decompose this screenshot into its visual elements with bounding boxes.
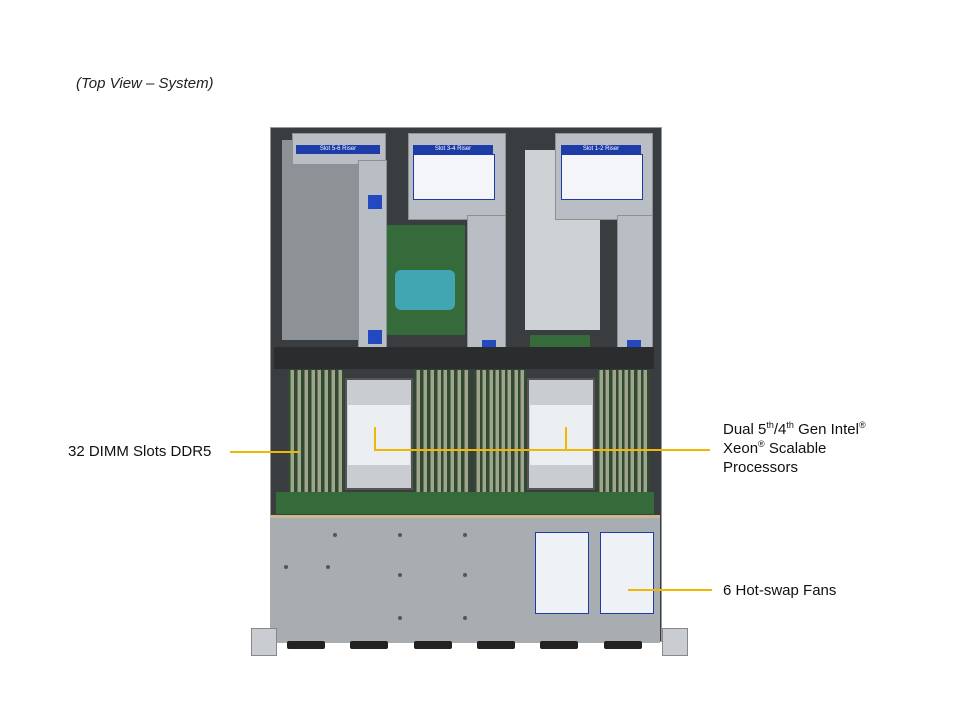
text: ® <box>858 420 866 430</box>
text: ® <box>758 439 765 449</box>
cpu-warning-label <box>530 405 592 465</box>
dimm-bank <box>414 370 470 500</box>
cpu-warning-label <box>348 405 410 465</box>
riser-arm <box>617 215 653 362</box>
text: Gen Intel <box>793 421 859 438</box>
install-diagram <box>413 154 495 200</box>
text: th <box>766 420 774 430</box>
screw <box>284 565 288 569</box>
chassis-bay <box>282 140 362 340</box>
fans-callout-label: 6 Hot-swap Fans <box>723 582 837 599</box>
cpu-callout-label: Dual 5th/4th Gen Intel® Xeon® Scalable P… <box>723 420 866 477</box>
screw <box>398 616 402 620</box>
text: th <box>786 420 794 430</box>
rack-handle-right <box>662 628 688 656</box>
fan <box>350 641 388 649</box>
screw <box>326 565 330 569</box>
motherboard-front-edge <box>276 492 654 514</box>
text: Processors <box>723 459 799 476</box>
callout-line-fans <box>628 589 712 591</box>
text: /4 <box>773 421 787 438</box>
riser-label: Slot 1-2 Riser <box>561 145 641 154</box>
riser-label: Slot 5-6 Riser <box>296 145 380 154</box>
service-sticker <box>535 532 589 614</box>
text: Scalable <box>764 440 827 457</box>
service-sticker <box>600 532 654 614</box>
dimm-bank <box>597 370 649 500</box>
rack-handle-left <box>251 628 277 656</box>
air-shroud-edge <box>274 347 654 369</box>
screw <box>398 533 402 537</box>
riser-label: Slot 3-4 Riser <box>413 145 493 154</box>
screw <box>398 573 402 577</box>
dimm-callout-label: 32 DIMM Slots DDR5 <box>68 443 212 460</box>
riser-arm <box>358 160 387 362</box>
screw <box>463 533 467 537</box>
dimm-bank <box>288 370 344 500</box>
callout-line-dimm <box>230 451 300 453</box>
screw <box>333 533 337 537</box>
screw <box>463 573 467 577</box>
fan <box>287 641 325 649</box>
fan <box>477 641 515 649</box>
callout-line-cpu1 <box>374 427 376 451</box>
callout-line-cpu2 <box>565 427 567 451</box>
screw <box>463 616 467 620</box>
install-diagram <box>561 154 643 200</box>
fan <box>540 641 578 649</box>
view-caption: (Top View – System) <box>76 75 214 92</box>
touch-point-icon <box>368 195 382 209</box>
callout-line-cpu <box>374 449 710 451</box>
cable-bundle <box>395 270 455 310</box>
touch-point-icon <box>368 330 382 344</box>
text: Xeon <box>723 440 759 457</box>
text: Dual 5 <box>723 421 767 438</box>
dimm-bank <box>474 370 526 500</box>
fan <box>414 641 452 649</box>
fan <box>604 641 642 649</box>
riser-arm <box>467 215 506 362</box>
